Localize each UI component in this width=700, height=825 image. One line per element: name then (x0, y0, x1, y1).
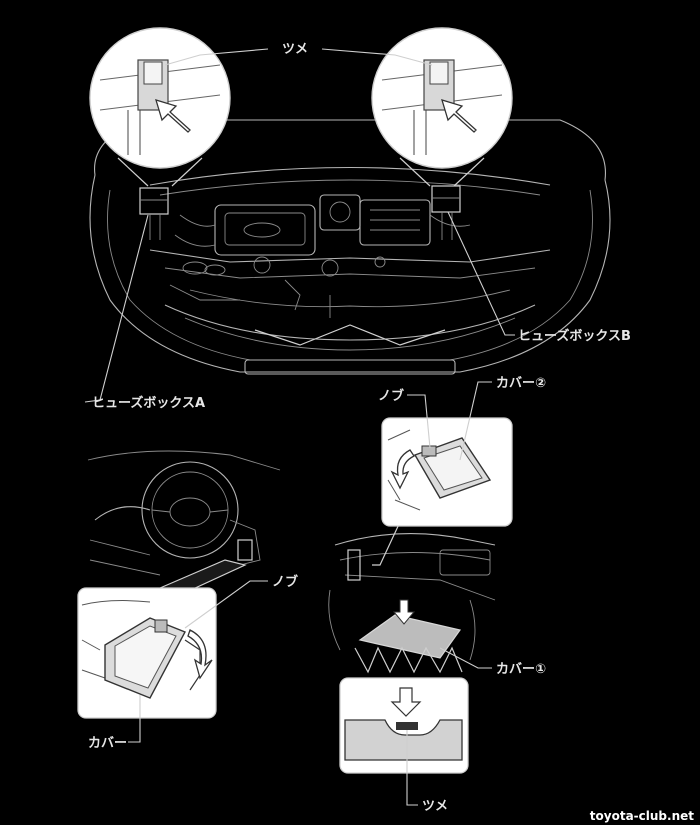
cover-2-closeup (372, 418, 512, 565)
cover-label-left: カバー (88, 736, 127, 751)
tab-detail-right (372, 28, 512, 186)
watermark: toyota-club.net (590, 809, 694, 823)
fuse-box-a-label: ヒューズボックスA (92, 395, 205, 411)
fuse-box-b-label: ヒューズボックスB (518, 328, 631, 344)
tsume-label-top: ツメ (282, 42, 308, 57)
tab-closeup-bottom (340, 648, 468, 773)
dashboard-illustration (88, 451, 280, 575)
knob-label-right: ノブ (378, 388, 404, 404)
knob-label-left: ノブ (272, 574, 298, 590)
cover-1-label: カバー① (496, 662, 546, 677)
tsume-label-bottom: ツメ (422, 799, 448, 814)
cover-2-label: カバー② (496, 376, 546, 391)
cover-closeup-left (78, 560, 245, 718)
tab-detail-left (90, 28, 230, 186)
passenger-dash-illustration (329, 534, 495, 660)
